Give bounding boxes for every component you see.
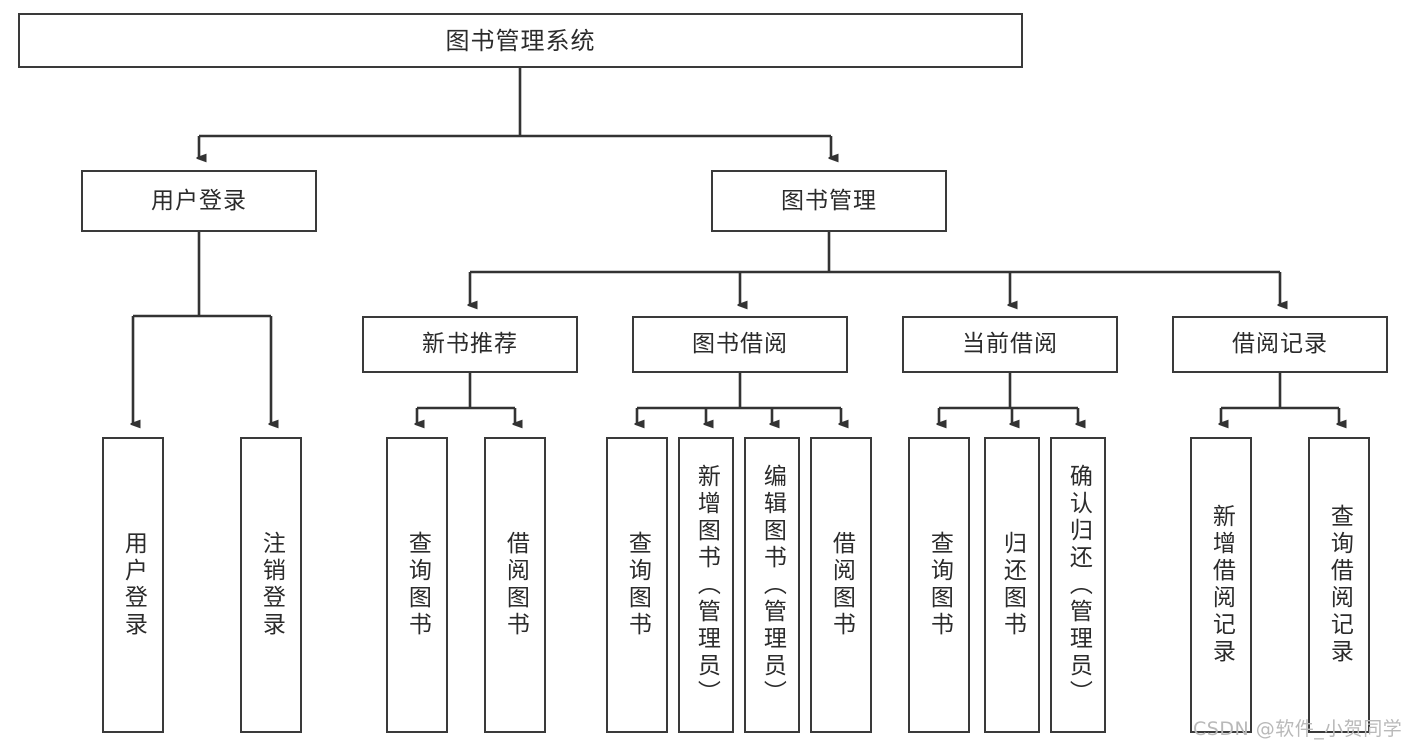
node-leaf-query-book-2-label: 查询图书 — [624, 531, 651, 639]
node-borrow-record[interactable]: 借阅记录 — [1172, 316, 1388, 373]
node-leaf-logout[interactable]: 注销登录 — [240, 437, 302, 733]
node-leaf-user-login-label: 用户登录 — [120, 531, 147, 639]
watermark: CSDN @软件_小贺同学 — [1193, 718, 1403, 740]
node-leaf-query-book-1[interactable]: 查询图书 — [386, 437, 448, 733]
node-leaf-return-book-label: 归还图书 — [999, 531, 1026, 639]
node-user-login[interactable]: 用户登录 — [81, 170, 317, 232]
node-leaf-borrow-book-2-label: 借阅图书 — [828, 531, 855, 639]
node-book-manage-label: 图书管理 — [781, 187, 877, 214]
node-leaf-edit-book-admin-label: 编辑图书（管理员） — [759, 463, 786, 707]
node-leaf-borrow-book-2[interactable]: 借阅图书 — [810, 437, 872, 733]
node-leaf-add-borrow-record[interactable]: 新增借阅记录 — [1190, 437, 1252, 733]
node-leaf-query-book-3[interactable]: 查询图书 — [908, 437, 970, 733]
node-leaf-query-borrow-record[interactable]: 查询借阅记录 — [1308, 437, 1370, 733]
node-leaf-query-borrow-record-label: 查询借阅记录 — [1326, 504, 1353, 666]
node-leaf-confirm-return-admin[interactable]: 确认归还（管理员） — [1050, 437, 1106, 733]
node-book-manage[interactable]: 图书管理 — [711, 170, 947, 232]
node-leaf-logout-label: 注销登录 — [258, 531, 285, 639]
node-leaf-borrow-book-1[interactable]: 借阅图书 — [484, 437, 546, 733]
node-new-book-recommend[interactable]: 新书推荐 — [362, 316, 578, 373]
node-leaf-edit-book-admin[interactable]: 编辑图书（管理员） — [744, 437, 800, 733]
node-leaf-add-borrow-record-label: 新增借阅记录 — [1208, 504, 1235, 666]
node-leaf-borrow-book-1-label: 借阅图书 — [502, 531, 529, 639]
node-current-borrow-label: 当前借阅 — [962, 331, 1058, 358]
node-root-label: 图书管理系统 — [445, 26, 596, 55]
node-root[interactable]: 图书管理系统 — [18, 13, 1023, 68]
node-leaf-query-book-1-label: 查询图书 — [404, 531, 431, 639]
node-current-borrow[interactable]: 当前借阅 — [902, 316, 1118, 373]
node-leaf-add-book-admin-label: 新增图书（管理员） — [693, 463, 720, 707]
node-new-book-recommend-label: 新书推荐 — [422, 331, 518, 358]
node-leaf-query-book-3-label: 查询图书 — [926, 531, 953, 639]
node-leaf-user-login[interactable]: 用户登录 — [102, 437, 164, 733]
node-leaf-confirm-return-admin-label: 确认归还（管理员） — [1065, 463, 1092, 707]
node-user-login-label: 用户登录 — [151, 187, 247, 214]
node-borrow-record-label: 借阅记录 — [1232, 331, 1328, 358]
node-leaf-return-book[interactable]: 归还图书 — [984, 437, 1040, 733]
node-book-borrow[interactable]: 图书借阅 — [632, 316, 848, 373]
node-book-borrow-label: 图书借阅 — [692, 331, 788, 358]
node-leaf-query-book-2[interactable]: 查询图书 — [606, 437, 668, 733]
node-leaf-add-book-admin[interactable]: 新增图书（管理员） — [678, 437, 734, 733]
